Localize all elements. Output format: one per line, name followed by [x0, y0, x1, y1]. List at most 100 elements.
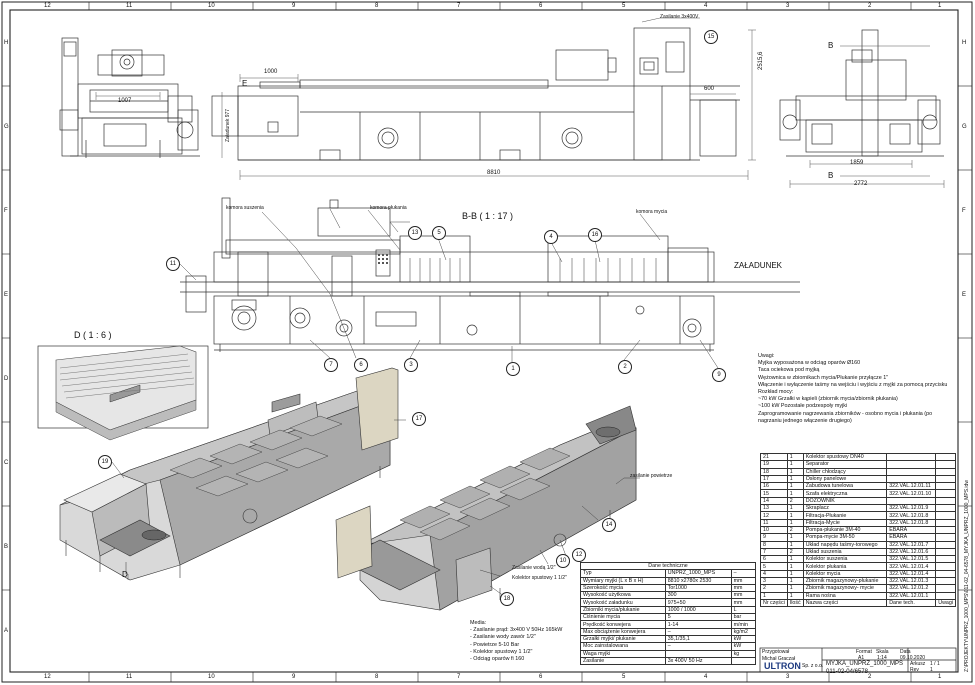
tech-cell: 1000 / 1000	[664, 605, 732, 615]
tech-cell: mm	[730, 583, 757, 593]
bom-header-cell: Nazwa części	[802, 598, 888, 608]
bom-cell: 1	[786, 584, 804, 593]
tech-cell: mm	[730, 591, 757, 600]
bom-cell: Zabudowa tunelowa	[802, 482, 888, 491]
bom-cell: 322.VAL.12.01.4	[886, 562, 937, 571]
dim-text: 600	[704, 86, 715, 92]
bom-cell: Kolektor suszenia	[802, 555, 888, 564]
format-label: Format	[856, 649, 872, 655]
bom-cell: 1	[786, 577, 804, 586]
detail-title: D ( 1 : 6 )	[74, 330, 112, 340]
bom-cell: 14	[760, 496, 788, 506]
zone-col-label: 11	[126, 674, 133, 680]
zone-row-label: A	[4, 628, 9, 634]
date-value: 09.10.2020	[900, 655, 926, 661]
tech-cell: 35,1/35,1	[664, 634, 732, 644]
section-mark-e: E	[242, 79, 248, 88]
bom-cell: 322.VAL.12.01.11	[886, 482, 937, 491]
callout-text: komora suszenia	[226, 205, 264, 211]
front-view	[211, 27, 740, 161]
bom-cell: Pompa-płukanie 3M-40	[802, 525, 888, 535]
company-sub: Sp. z o.o.	[802, 663, 824, 669]
bom-cell: 322.VAL.12.01.4	[886, 569, 937, 579]
notes-line: Wężownica w zbiornikach mycia/Płukanie p…	[758, 374, 889, 381]
bom-cell: 322.VAL.12.01.6	[886, 547, 937, 557]
section-mark-b: B	[828, 171, 834, 180]
bom-cell: 16	[760, 482, 788, 491]
dim-text: 8810	[487, 170, 501, 176]
tech-cell: Tor1000	[664, 583, 732, 593]
bom-cell: Kolektor mycia	[802, 569, 888, 579]
tech-cell: –	[730, 569, 757, 578]
bom-header-cell: Nr części	[760, 598, 788, 608]
zone-row-label: E	[962, 292, 967, 298]
media-line: - Powietrze 5-10 Bar	[470, 641, 520, 648]
notes-line: nagrzaniu jednego włączenie drugiego)	[758, 417, 852, 424]
tech-cell: L	[730, 605, 757, 615]
tech-cell: 5	[664, 613, 732, 622]
section-title: B-B ( 1 : 17 )	[462, 211, 514, 221]
zone-col-label: 3	[786, 3, 790, 9]
bom-cell: 12	[760, 511, 788, 520]
balloon: 14	[602, 518, 616, 532]
zone-row-label: G	[962, 124, 967, 130]
tech-cell: kg/m2	[730, 627, 757, 636]
dim-text: 1859	[850, 160, 864, 166]
bom-cell: 322.VAL.12.01.7	[886, 540, 937, 549]
tech-cell	[730, 656, 757, 666]
tech-cell: Ciśnienie mycia	[580, 613, 666, 622]
balloon: 13	[408, 226, 422, 240]
bom-cell: 1	[786, 482, 804, 491]
tech-cell: –	[664, 627, 732, 636]
balloon: 17	[412, 412, 426, 426]
dim-text: 1007	[118, 98, 132, 104]
drawing-name: MYJKA_UNPRZ_1000_MPS	[826, 661, 904, 667]
scale-label: Skala	[876, 649, 889, 655]
bom-cell: 322.VAL.12.01.9	[886, 504, 937, 513]
bom-cell: 1	[786, 569, 804, 579]
callout-text: komora płukania	[370, 205, 407, 211]
media-line: - Odciąg oparów fi 160	[470, 656, 525, 663]
bom-cell: 1	[786, 460, 804, 469]
zone-col-label: 6	[539, 674, 543, 680]
bom-cell	[886, 496, 937, 506]
right-end-view	[779, 29, 944, 157]
detail-d-view	[37, 345, 209, 441]
iso-view-right	[335, 405, 637, 611]
bom-cell: 1	[760, 591, 788, 600]
bom-cell: 17	[760, 474, 788, 484]
tech-cell	[664, 649, 732, 658]
tech-cell: Prędkość konwejera	[580, 620, 666, 629]
bom-cell: 1	[786, 474, 804, 484]
tech-cell: 8810 x2780x 2530	[664, 576, 732, 585]
bom-header-cell: Dane tech.	[886, 598, 937, 608]
file-path-text: Z:\PROJEKTY\UNPRZ_1000_MPS\011-02_04-657…	[964, 480, 970, 672]
bom-cell: Układ suszenia	[802, 547, 888, 557]
callout-text: komora mycia	[636, 209, 668, 215]
drawn-label: Przygotował	[762, 649, 790, 655]
bom-cell: 5	[760, 562, 788, 571]
callout-text: Kolektor spustowy 1 1/2"	[512, 575, 567, 581]
rev-label: Rev	[910, 667, 919, 673]
zone-row-label: F	[962, 208, 966, 214]
balloon: 10	[556, 554, 570, 568]
bom-cell: 7	[760, 547, 788, 557]
drawing-number: 011-02-04/6578	[826, 669, 868, 675]
bom-cell: Rama nośna	[802, 591, 888, 600]
zone-row-label: D	[4, 376, 9, 382]
zone-row-label: B	[4, 544, 9, 550]
bom-cell	[886, 467, 937, 476]
bom-cell: Układ napędu taśmy-torowego	[802, 540, 888, 549]
balloon: 3	[404, 358, 418, 372]
bom-cell	[886, 474, 937, 484]
